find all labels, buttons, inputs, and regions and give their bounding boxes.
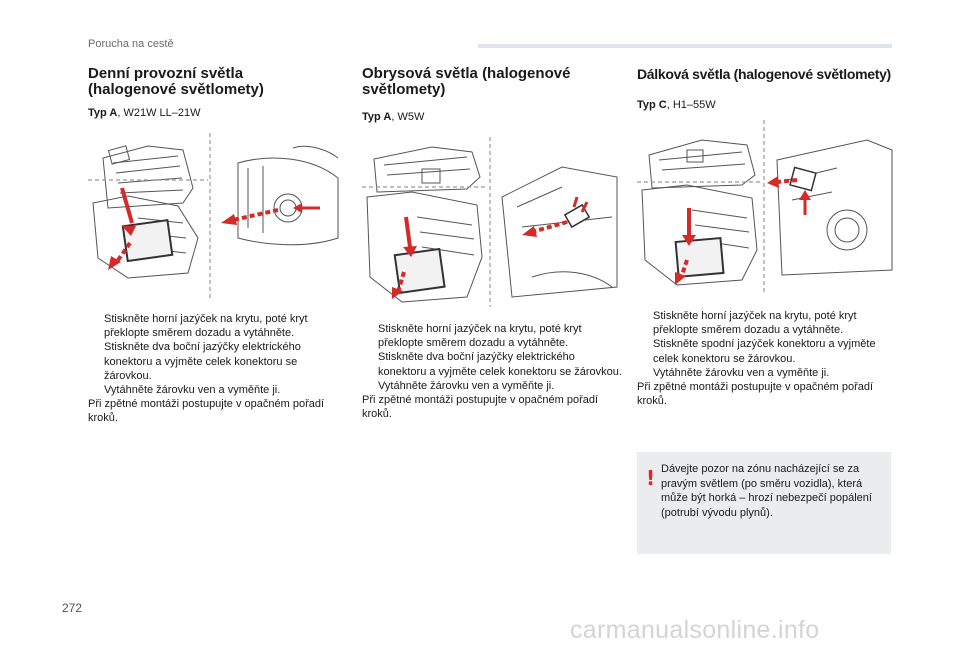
high-beam-steps: Stiskněte horní jazýček na krytu, poté k… <box>637 309 895 408</box>
page-number: 272 <box>62 601 83 615</box>
step-item: Stiskněte horní jazýček na krytu, poté k… <box>637 309 895 337</box>
step-text: Stiskněte horní jazýček na krytu, poté k… <box>378 323 582 350</box>
column-daytime-lights: Denní provozní světla (halogenové světlo… <box>88 66 338 120</box>
type-value: , W5W <box>391 111 425 123</box>
step-text: Vytáhněte žárovku ven a vyměňte ji. <box>104 384 281 397</box>
watermark: carmanualsonline.info <box>570 616 820 644</box>
step-item: Stiskněte horní jazýček na krytu, poté k… <box>88 312 338 340</box>
high-beam-title: Dálková světla (halogenové světlomety) <box>637 66 891 82</box>
title-line: (halogenové světlomety) <box>88 81 264 98</box>
type-label: Typ A <box>88 107 118 119</box>
bulb-type: Typ A, W5W <box>362 111 622 123</box>
column-high-beam: Dálková světla (halogenové světlomety) T… <box>637 66 895 111</box>
parking-lights-title: Obrysová světla (halogenové světlomety) <box>362 66 622 98</box>
warning-box: ! Dávejte pozor na zónu nacházející se z… <box>637 452 891 554</box>
parking-lights-steps: Stiskněte horní jazýček na krytu, poté k… <box>362 322 622 421</box>
section-title: Porucha na cestě <box>88 38 174 50</box>
step-text: Vytáhněte žárovku ven a vyměňte ji. <box>378 379 555 392</box>
header-bar <box>478 44 892 48</box>
title-line: světlomety) <box>362 81 446 98</box>
title-line: Obrysová světla (halogenové <box>362 65 571 82</box>
type-value: , W21W LL–21W <box>117 107 201 119</box>
step-text: Stiskněte horní jazýček na krytu, poté k… <box>653 310 857 337</box>
illustration-parking-lights <box>362 137 620 307</box>
reassembly-note: Při zpětné montáži postupujte v opačném … <box>637 381 874 408</box>
reassembly-note: Při zpětné montáži postupujte v opačném … <box>88 398 325 425</box>
step-text: Stiskněte spodní jazýček konektoru a vyj… <box>653 338 876 365</box>
step-item: Stiskněte dva boční jazýčky elektrického… <box>362 350 622 378</box>
bulb-type: Typ A, W21W LL–21W <box>88 107 338 119</box>
step-text: Vytáhněte žárovku ven a vyměňte ji. <box>653 366 830 379</box>
warning-text: Dávejte pozor na zónu nacházející se za … <box>661 463 872 519</box>
type-value: , H1–55W <box>666 99 716 111</box>
exclamation-icon: ! <box>646 466 656 490</box>
bulb-type: Typ C, H1–55W <box>637 99 895 111</box>
reassembly-note: Při zpětné montáži postupujte v opačném … <box>362 394 599 421</box>
step-item: Vytáhněte žárovku ven a vyměňte ji. <box>88 383 338 397</box>
title-line: Denní provozní světla <box>88 65 244 82</box>
daytime-lights-steps: Stiskněte horní jazýček na krytu, poté k… <box>88 312 338 426</box>
step-item: Stiskněte horní jazýček na krytu, poté k… <box>362 322 622 350</box>
step-item: Vytáhněte žárovku ven a vyměňte ji. <box>362 379 622 393</box>
type-label: Typ A <box>362 111 392 123</box>
step-item: Stiskněte dva boční jazýčky elektrického… <box>88 340 338 383</box>
illustration-daytime-lights <box>88 128 343 298</box>
illustration-high-beam <box>637 120 895 292</box>
step-item: Stiskněte spodní jazýček konektoru a vyj… <box>637 337 895 365</box>
step-text: Stiskněte dva boční jazýčky elektrického… <box>104 341 301 382</box>
step-text: Stiskněte horní jazýček na krytu, poté k… <box>104 313 308 340</box>
column-parking-lights: Obrysová světla (halogenové světlomety) … <box>362 66 622 124</box>
step-item: Vytáhněte žárovku ven a vyměňte ji. <box>637 366 895 380</box>
type-label: Typ C <box>637 99 667 111</box>
step-text: Stiskněte dva boční jazýčky elektrického… <box>378 351 622 378</box>
daytime-lights-title: Denní provozní světla (halogenové světlo… <box>88 66 338 98</box>
